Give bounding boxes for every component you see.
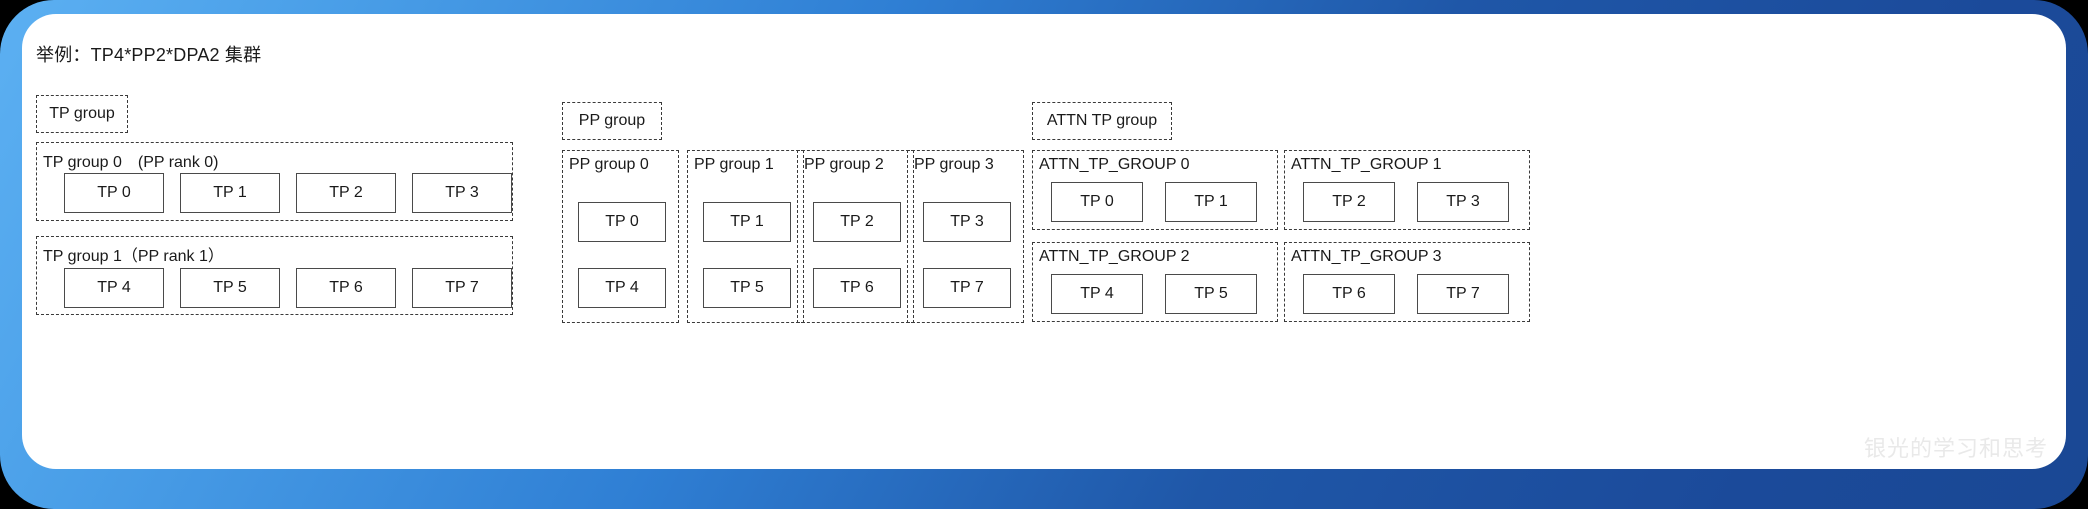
pp-group-0-label: PP group 0 (569, 156, 649, 173)
attn-tp-group-2-container: ATTN_TP_GROUP 2 TP 4 TP 5 (1032, 242, 1278, 322)
attn-tp-group-3-container: ATTN_TP_GROUP 3 TP 6 TP 7 (1284, 242, 1530, 322)
tp-cell[interactable]: TP 6 (1303, 274, 1395, 314)
tp-cell[interactable]: TP 7 (923, 268, 1011, 308)
tp-group-0-label: TP group 0 (PP rank 0) (43, 154, 219, 171)
tp-cell[interactable]: TP 6 (296, 268, 396, 308)
attn-tp-group-1-label: ATTN_TP_GROUP 1 (1291, 156, 1442, 173)
attn-tp-group-0-container: ATTN_TP_GROUP 0 TP 0 TP 1 (1032, 150, 1278, 230)
pp-group-0-container: PP group 0 TP 0 TP 4 (562, 150, 679, 323)
tp-cell[interactable]: TP 3 (923, 202, 1011, 242)
page-title: 举例：TP4*PP2*DPA2 集群 (36, 45, 262, 65)
tp-cell[interactable]: TP 4 (578, 268, 666, 308)
attn-tp-group-1-container: ATTN_TP_GROUP 1 TP 2 TP 3 (1284, 150, 1530, 230)
tp-cell[interactable]: TP 6 (813, 268, 901, 308)
legend-attn-tp-group: ATTN TP group (1032, 102, 1172, 140)
tp-cell[interactable]: TP 0 (1051, 182, 1143, 222)
tp-cell[interactable]: TP 4 (1051, 274, 1143, 314)
pp-group-1-label: PP group 1 (694, 156, 774, 173)
attn-tp-group-2-label: ATTN_TP_GROUP 2 (1039, 248, 1190, 265)
tp-cell[interactable]: TP 0 (578, 202, 666, 242)
tp-cell[interactable]: TP 2 (1303, 182, 1395, 222)
slide-page: 举例：TP4*PP2*DPA2 集群 TP group TP group 0 (… (22, 14, 2066, 469)
tp-cell[interactable]: TP 3 (412, 173, 512, 213)
legend-tp-group: TP group (36, 95, 128, 133)
pp-group-1-container: PP group 1 TP 1 TP 5 (687, 150, 804, 323)
tp-cell[interactable]: TP 4 (64, 268, 164, 308)
tp-group-1-label: TP group 1（PP rank 1） (43, 248, 224, 265)
watermark: 银光的学习和思考 (1863, 436, 2048, 461)
pp-group-2-label: PP group 2 (804, 156, 884, 173)
pp-group-3-container: PP group 3 TP 3 TP 7 (907, 150, 1024, 323)
tp-cell[interactable]: TP 2 (296, 173, 396, 213)
tp-cell[interactable]: TP 7 (412, 268, 512, 308)
tp-group-0-container: TP group 0 (PP rank 0) TP 0 TP 1 TP 2 TP… (36, 142, 513, 221)
tp-cell[interactable]: TP 1 (1165, 182, 1257, 222)
tp-cell[interactable]: TP 1 (180, 173, 280, 213)
tp-group-1-container: TP group 1（PP rank 1） TP 4 TP 5 TP 6 TP … (36, 236, 513, 315)
pp-group-3-label: PP group 3 (914, 156, 994, 173)
attn-tp-group-0-label: ATTN_TP_GROUP 0 (1039, 156, 1190, 173)
tp-cell[interactable]: TP 5 (703, 268, 791, 308)
tp-cell[interactable]: TP 1 (703, 202, 791, 242)
tp-cell[interactable]: TP 7 (1417, 274, 1509, 314)
tp-cell[interactable]: TP 5 (180, 268, 280, 308)
tp-cell[interactable]: TP 5 (1165, 274, 1257, 314)
tp-cell[interactable]: TP 0 (64, 173, 164, 213)
attn-tp-group-3-label: ATTN_TP_GROUP 3 (1291, 248, 1442, 265)
legend-pp-group: PP group (562, 102, 662, 140)
pp-group-2-container: PP group 2 TP 2 TP 6 (797, 150, 914, 323)
tp-cell[interactable]: TP 3 (1417, 182, 1509, 222)
tp-cell[interactable]: TP 2 (813, 202, 901, 242)
